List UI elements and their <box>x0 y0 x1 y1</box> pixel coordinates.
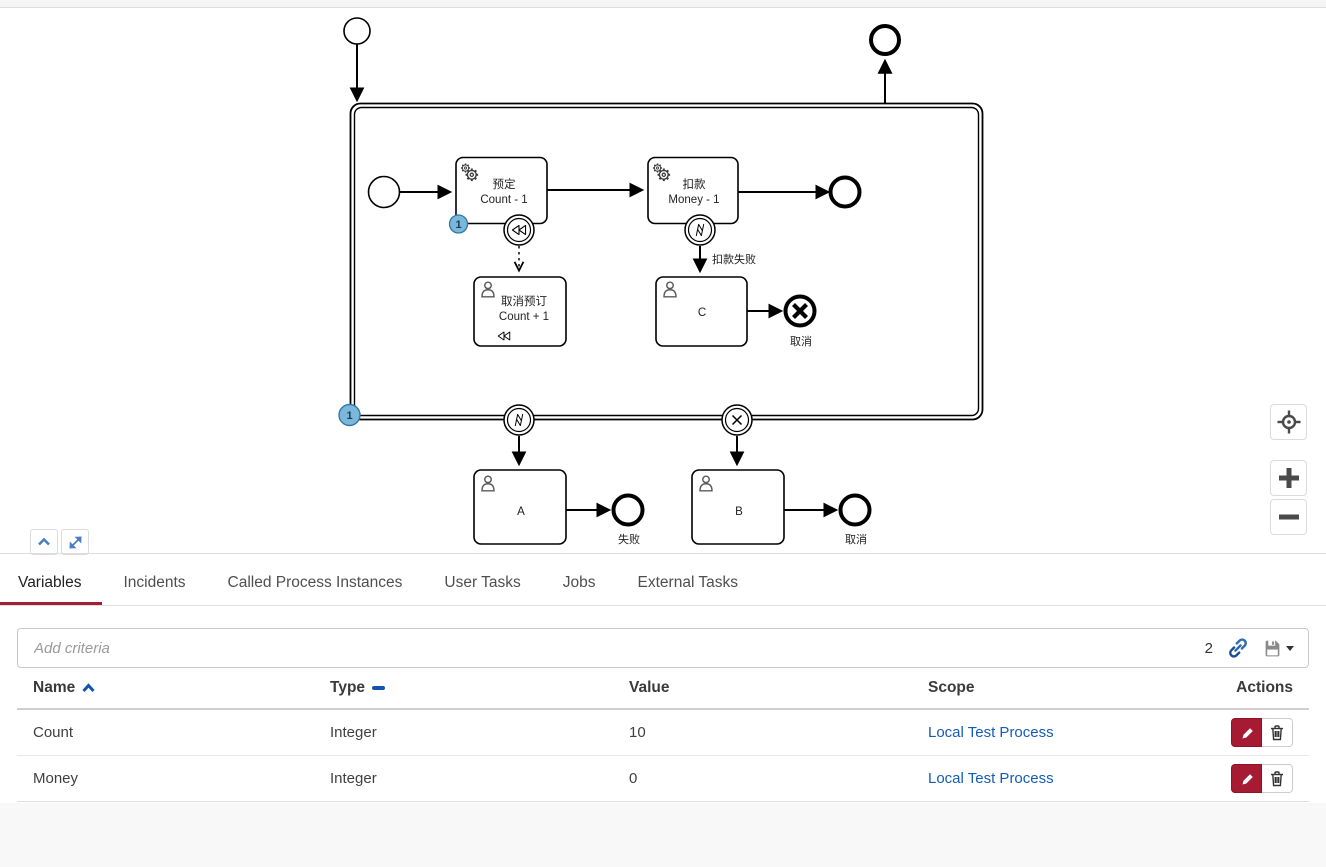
reset-view-button[interactable] <box>1270 404 1307 440</box>
task-reserve-sublabel: Count - 1 <box>480 194 527 206</box>
link-icon <box>1229 638 1247 658</box>
bpmn-diagram[interactable]: 预定 Count - 1 1 扣款 Money - 1 取消预订 Count +… <box>0 0 1326 554</box>
pane-divider <box>0 553 1326 554</box>
delete-variable-button[interactable] <box>1262 718 1293 747</box>
variable-value: 10 <box>629 724 646 741</box>
edge-label-cancel-c: 取消 <box>790 334 812 348</box>
top-strip <box>0 0 1326 8</box>
activity-instance-badge: 1 <box>448 214 469 234</box>
edit-variable-button[interactable] <box>1231 764 1262 793</box>
user-task-c[interactable]: C <box>655 276 748 347</box>
expand-icon <box>68 535 82 549</box>
error-boundary-event-subprocess[interactable] <box>503 404 535 436</box>
tab-external-tasks[interactable]: External Tasks <box>637 574 739 591</box>
subprocess-instance-badge: 1 <box>338 403 361 427</box>
start-event-inner[interactable] <box>367 175 401 209</box>
task-a-label: A <box>517 506 525 518</box>
copy-link-button[interactable] <box>1227 637 1249 659</box>
variable-filter-bar: 2 <box>17 628 1309 668</box>
trash-icon <box>1271 725 1283 741</box>
task-charge-sublabel: Money - 1 <box>668 194 719 206</box>
plus-icon <box>1278 468 1299 488</box>
cancel-boundary-event-subprocess[interactable] <box>721 404 753 436</box>
column-header-name[interactable]: Name <box>17 679 314 697</box>
pencil-icon <box>1242 727 1253 738</box>
table-header-row: Name Type Value Scope Actions <box>17 668 1309 710</box>
cancel-icon <box>792 303 808 319</box>
zoom-in-button[interactable] <box>1270 460 1307 496</box>
detail-tabs: Variables Incidents Called Process Insta… <box>0 560 1326 606</box>
page-background <box>0 803 1326 867</box>
chevron-up-icon <box>38 537 50 546</box>
svg-text:1: 1 <box>346 410 352 422</box>
pencil-icon <box>1242 773 1253 784</box>
column-header-actions: Actions <box>1236 679 1293 696</box>
trash-icon <box>1271 771 1283 787</box>
table-row: Count Integer 10 Local Test Process <box>17 710 1309 756</box>
service-task-charge[interactable]: 扣款 Money - 1 <box>647 156 739 225</box>
minus-icon <box>1278 514 1299 520</box>
variables-table: Name Type Value Scope Actions Count Inte… <box>17 668 1309 802</box>
result-count: 2 <box>1204 639 1213 657</box>
end-event-cancelled[interactable] <box>838 493 872 527</box>
compensation-boundary-event[interactable] <box>503 214 535 246</box>
column-header-scope[interactable]: Scope <box>928 679 975 696</box>
save-filter-dropdown[interactable] <box>1263 639 1294 658</box>
tab-called-process-instances[interactable]: Called Process Instances <box>227 574 403 591</box>
save-icon <box>1265 640 1280 656</box>
scope-link[interactable]: Local Test Process <box>928 724 1054 741</box>
tab-variables[interactable]: Variables <box>0 560 102 605</box>
edge-label-failed: 失败 <box>618 532 640 546</box>
end-event-failed[interactable] <box>611 493 645 527</box>
service-task-reserve[interactable]: 预定 Count - 1 <box>455 156 548 225</box>
maximize-diagram-button[interactable] <box>61 529 89 555</box>
end-event-main[interactable] <box>869 24 901 56</box>
column-header-value[interactable]: Value <box>629 679 670 696</box>
task-cancel-reserve-sublabel: Count + 1 <box>499 311 549 323</box>
task-cancel-reserve-label: 取消预订 <box>501 294 547 308</box>
end-event-inner[interactable] <box>828 175 862 209</box>
error-boundary-event-charge[interactable] <box>684 214 716 246</box>
variable-type: Integer <box>330 724 377 741</box>
edge-label-cancel-b: 取消 <box>845 532 867 546</box>
variable-name: Money <box>33 770 79 787</box>
table-row: Money Integer 0 Local Test Process <box>17 756 1309 802</box>
caret-down-icon <box>1286 645 1294 651</box>
cancel-end-event[interactable] <box>783 294 817 328</box>
scope-link[interactable]: Local Test Process <box>928 770 1054 787</box>
edge-label-charge-failed: 扣款失败 <box>712 252 756 266</box>
delete-variable-button[interactable] <box>1262 764 1293 793</box>
sort-asc-icon <box>82 683 95 693</box>
user-task-b[interactable]: B <box>691 469 785 545</box>
task-c-label: C <box>698 307 706 319</box>
user-task-cancel-reserve[interactable]: 取消预订 Count + 1 <box>473 276 567 347</box>
variable-value: 0 <box>629 770 638 787</box>
task-charge-label: 扣款 <box>683 177 706 191</box>
variable-type: Integer <box>330 770 377 787</box>
add-criteria-input[interactable] <box>18 629 1308 667</box>
zoom-out-button[interactable] <box>1270 499 1307 535</box>
crosshair-icon <box>1277 410 1300 434</box>
tab-incidents[interactable]: Incidents <box>123 574 186 591</box>
transaction-subprocess[interactable] <box>349 102 984 421</box>
task-b-label: B <box>735 506 743 518</box>
tab-jobs[interactable]: Jobs <box>562 574 596 591</box>
tab-user-tasks[interactable]: User Tasks <box>444 574 521 591</box>
svg-text:1: 1 <box>455 219 461 231</box>
collapse-panel-button[interactable] <box>30 529 58 555</box>
edit-variable-button[interactable] <box>1231 718 1262 747</box>
variable-name: Count <box>33 724 74 741</box>
sort-neutral-icon <box>372 685 386 691</box>
start-event-main[interactable] <box>343 17 371 45</box>
user-task-a[interactable]: A <box>473 469 567 545</box>
column-header-type[interactable]: Type <box>314 679 613 697</box>
task-reserve-label: 预定 <box>493 177 516 191</box>
